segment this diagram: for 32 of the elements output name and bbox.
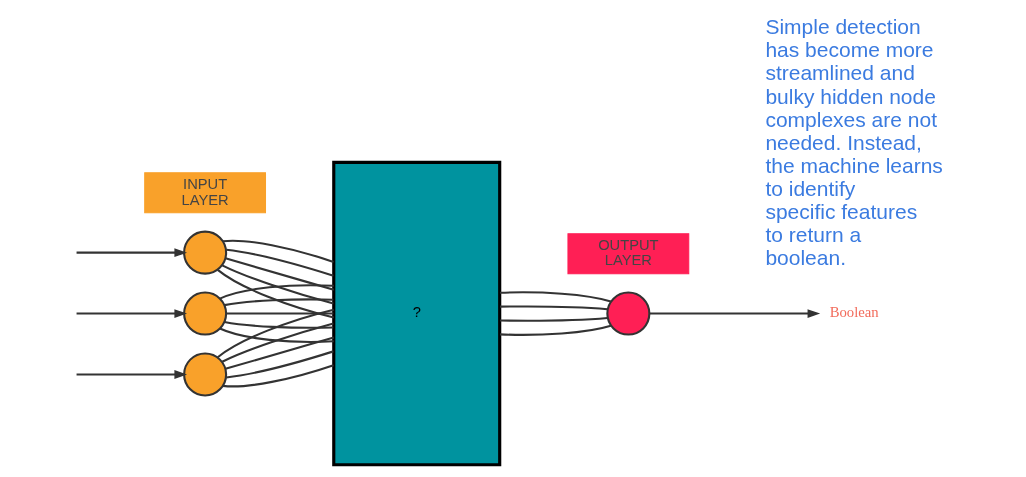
connector bbox=[219, 283, 334, 300]
connector bbox=[499, 324, 611, 336]
connector bbox=[219, 327, 334, 343]
connector bbox=[222, 363, 334, 387]
connector bbox=[221, 263, 334, 305]
connector bbox=[224, 335, 334, 370]
node-circle bbox=[182, 291, 227, 336]
connector bbox=[216, 268, 334, 318]
node-circle bbox=[182, 230, 227, 275]
node-box: OUTPUT LAYER bbox=[566, 232, 689, 274]
node-circle bbox=[605, 291, 650, 336]
connector bbox=[499, 316, 608, 322]
connector bbox=[222, 239, 334, 263]
connector bbox=[221, 322, 334, 363]
arrow bbox=[76, 308, 187, 318]
connector bbox=[499, 290, 611, 302]
connector bbox=[499, 304, 608, 310]
arrow bbox=[76, 247, 187, 257]
connector bbox=[223, 297, 333, 306]
connector bbox=[223, 320, 333, 329]
node-box: ? bbox=[331, 160, 501, 466]
connector bbox=[225, 349, 334, 378]
arrow bbox=[649, 308, 820, 318]
connector bbox=[216, 308, 334, 358]
node-text: Boolean bbox=[829, 303, 879, 320]
connector bbox=[224, 256, 334, 291]
arrow bbox=[76, 369, 187, 379]
connector bbox=[225, 248, 334, 277]
node-circle bbox=[182, 351, 227, 397]
node-box: INPUT LAYER bbox=[143, 171, 266, 213]
label: Simple detection has become more streamlined and bulky hidden node complexes are not needed. Instead, the machine learns to identify specific features to return a boolean. bbox=[764, 14, 943, 269]
connector bbox=[225, 312, 333, 315]
